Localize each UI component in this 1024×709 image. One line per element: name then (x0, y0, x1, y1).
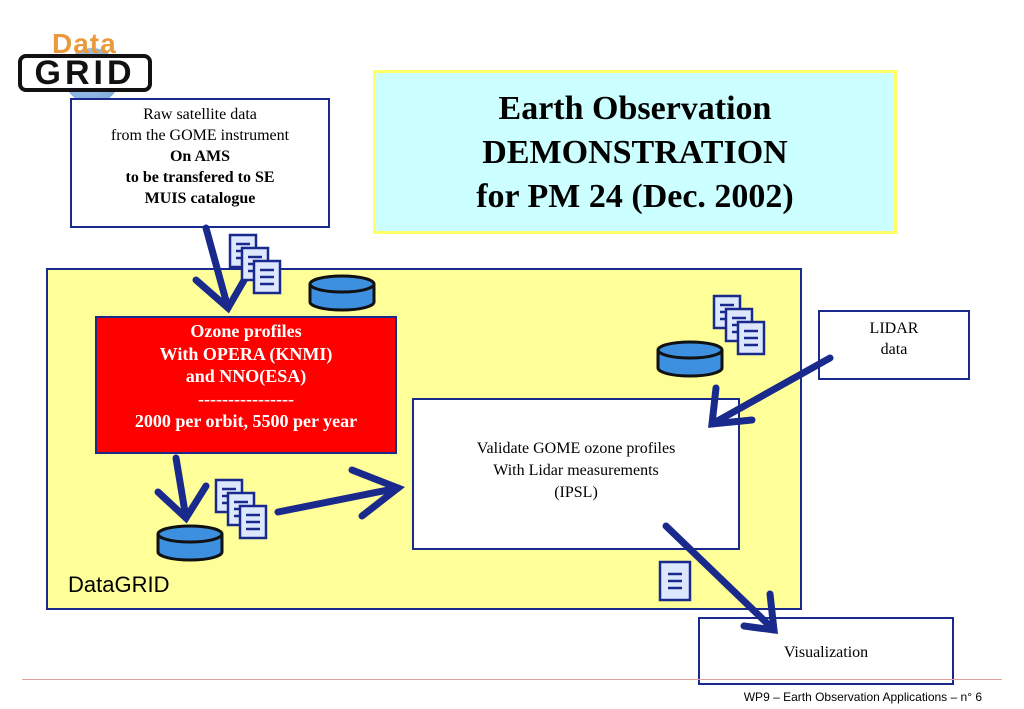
datagrid-region-label: DataGRID (68, 572, 170, 597)
database-icon (308, 274, 376, 312)
arrow-validate-to-visualization (662, 522, 778, 635)
lidar-line: LIDAR (869, 320, 919, 337)
ozone-line: ---------------- (198, 388, 294, 409)
visualization-box: Visualization (698, 617, 954, 685)
validate-line: Validate GOME ozone profiles (476, 440, 676, 457)
database-icon (656, 340, 724, 378)
arrow-ozone-to-db (154, 454, 210, 524)
raw-line: Raw satellite data (143, 106, 257, 123)
ozone-line: Ozone profiles (190, 321, 302, 341)
title-box: Earth Observation DEMONSTRATION for PM 2… (373, 70, 897, 234)
arrow-lidar-to-validate (708, 354, 834, 428)
raw-satellite-data-box: Raw satellite data from the GOME instrum… (70, 98, 330, 228)
database-icon (156, 524, 224, 562)
logo-grid-text: GRID (18, 54, 152, 92)
raw-line: from the GOME instrument (110, 127, 290, 144)
arrow-raw-to-ozone (192, 224, 254, 314)
raw-line: MUIS catalogue (144, 190, 256, 207)
document-stack-icon (214, 478, 268, 540)
title-line: Earth Observation (498, 90, 772, 127)
document-stack-icon (228, 233, 282, 295)
validate-line: With Lidar measurements (493, 462, 659, 479)
datagrid-logo: Data GRID (18, 28, 158, 104)
validate-box: Validate GOME ozone profiles With Lidar … (412, 398, 740, 550)
ozone-profiles-box: Ozone profiles With OPERA (KNMI) and NNO… (95, 316, 397, 454)
footer-text: WP9 – Earth Observation Applications – n… (743, 690, 982, 704)
ozone-line: 2000 per orbit, 5500 per year (134, 411, 358, 431)
ozone-line: With OPERA (KNMI) (159, 343, 333, 364)
lidar-line: data (880, 341, 908, 358)
validate-line: (IPSL) (554, 484, 598, 501)
lidar-data-box: LIDAR data (818, 310, 970, 380)
footer-divider (22, 679, 1002, 680)
raw-line: On AMS (169, 148, 230, 165)
logo-data-text: Data (52, 28, 117, 59)
raw-line: to be transfered to SE (125, 169, 275, 186)
title-line: for PM 24 (Dec. 2002) (476, 178, 794, 215)
arrow-docs-to-validate (274, 466, 406, 520)
document-stack-icon (712, 294, 766, 356)
ozone-line: and NNO(ESA) (185, 366, 307, 386)
title-line: DEMONSTRATION (482, 134, 788, 171)
document-icon (658, 560, 692, 602)
visualization-label: Visualization (783, 644, 869, 661)
